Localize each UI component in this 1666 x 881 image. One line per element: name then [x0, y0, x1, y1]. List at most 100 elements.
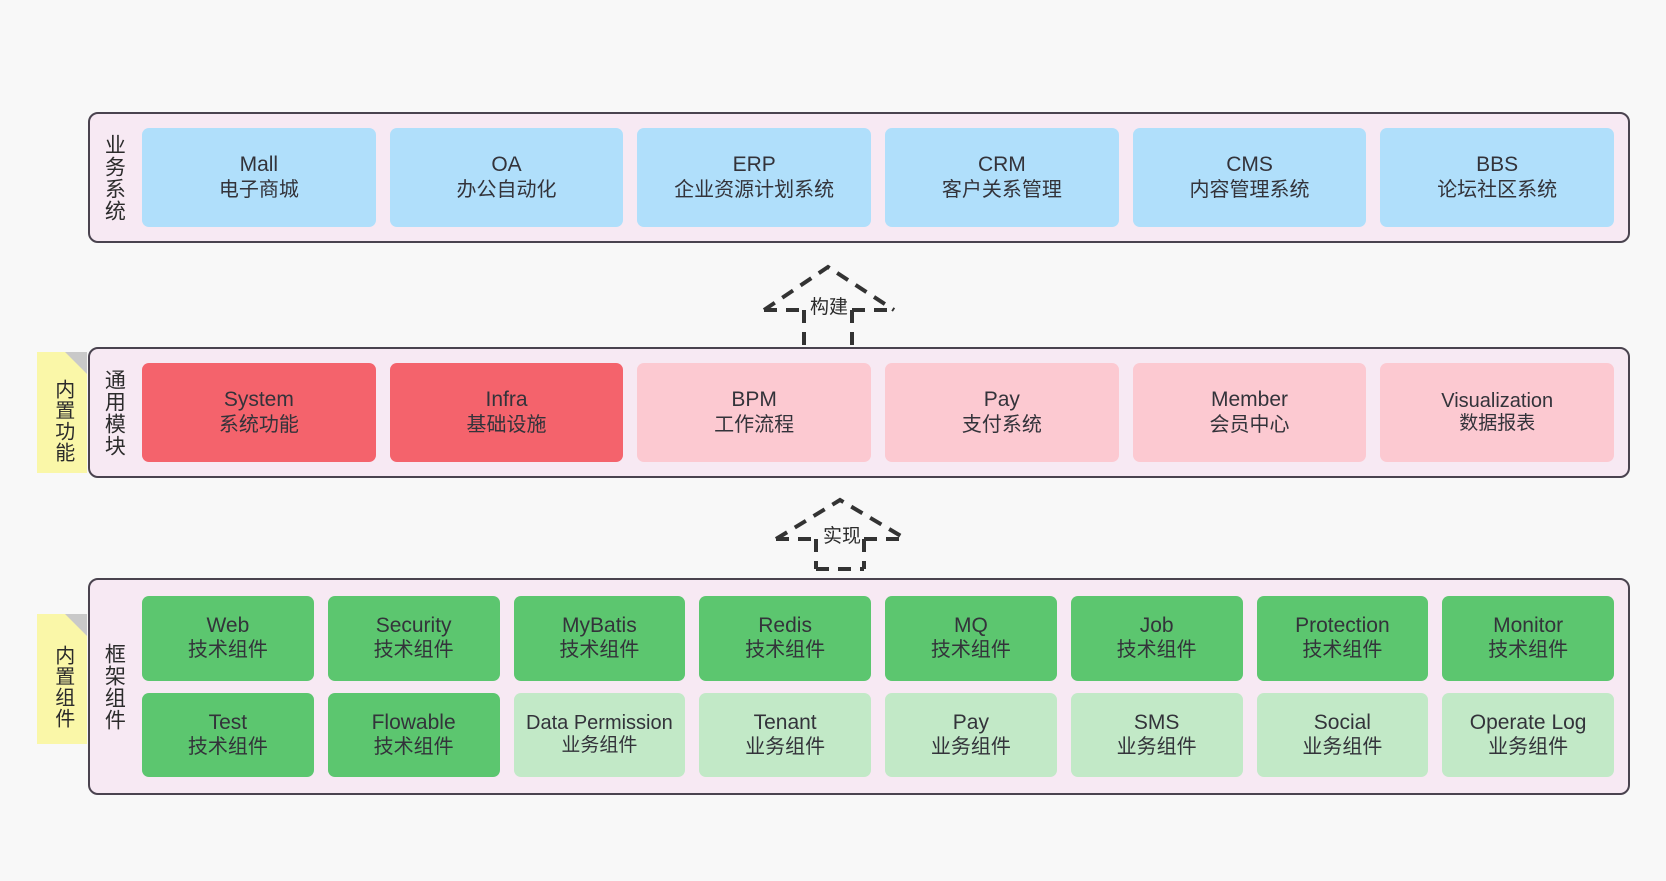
card-subtitle: 论坛社区系统 — [1437, 178, 1558, 201]
card-title: ERP — [732, 153, 776, 177]
card-subtitle: 技术组件 — [373, 735, 454, 758]
card-title: MQ — [953, 614, 988, 638]
card-title: Mall — [239, 153, 279, 177]
card-subtitle: 技术组件 — [1116, 639, 1197, 662]
card-subtitle: 电子商城 — [218, 178, 299, 201]
card-title: Monitor — [1493, 614, 1564, 638]
card-title: Flowable — [371, 710, 456, 734]
card-subtitle: 业务组件 — [1302, 735, 1383, 758]
note-builtin-function: 内置功能 — [37, 352, 87, 473]
card-subtitle: 技术组件 — [745, 639, 826, 662]
layer-framework-label: 框架组件 — [102, 642, 126, 731]
card-title: Pay — [983, 388, 1020, 412]
connector-implement-arrow — [774, 497, 908, 571]
card-subtitle: 技术组件 — [559, 639, 640, 662]
card-title: Infra — [485, 388, 528, 412]
card-title: BPM — [731, 388, 777, 412]
card-subtitle: 企业资源计划系统 — [674, 178, 835, 201]
card-title: Job — [1139, 614, 1174, 638]
card-subtitle: 技术组件 — [187, 639, 268, 662]
card-subtitle: 系统功能 — [218, 413, 299, 436]
card-subtitle: 客户关系管理 — [941, 178, 1062, 201]
card-subtitle: 业务组件 — [561, 734, 638, 756]
card-subtitle: 业务组件 — [1488, 735, 1569, 758]
card-title: CRM — [977, 153, 1026, 177]
card-subtitle: 技术组件 — [1302, 639, 1383, 662]
note-fold-corner-icon — [65, 614, 87, 636]
card-title: System — [223, 388, 294, 412]
card-title: Pay — [952, 710, 989, 734]
card-subtitle: 业务组件 — [930, 735, 1011, 758]
connector-build-label: 构建 — [810, 297, 849, 318]
layer-modules-label: 通用模块 — [102, 368, 126, 457]
card-title: CMS — [1226, 153, 1273, 177]
card-title: Protection — [1295, 614, 1390, 638]
card-title: Test — [208, 710, 248, 734]
card-subtitle: 业务组件 — [1116, 735, 1197, 758]
card-subtitle: 支付系统 — [961, 413, 1042, 436]
note-builtin-function-label: 内置功能 — [51, 378, 74, 463]
note-builtin-component: 内置组件 — [37, 614, 87, 744]
card-title: MyBatis — [562, 614, 637, 638]
card-subtitle: 数据报表 — [1459, 412, 1536, 434]
card-subtitle: 技术组件 — [930, 639, 1011, 662]
card-title: Social — [1313, 710, 1371, 734]
card-title: OA — [491, 153, 522, 177]
layer-business-label: 业务系统 — [102, 133, 126, 222]
card-subtitle: 内容管理系统 — [1189, 178, 1310, 201]
card-title: Web — [206, 614, 250, 638]
card-subtitle: 技术组件 — [187, 735, 268, 758]
card-subtitle: 办公自动化 — [456, 178, 557, 201]
connector-implement-label: 实现 — [823, 526, 862, 547]
card-title: Security — [375, 614, 452, 638]
card-title: Tenant — [753, 710, 817, 734]
card-subtitle: 技术组件 — [1488, 639, 1569, 662]
card-subtitle: 技术组件 — [373, 639, 454, 662]
note-builtin-component-label: 内置组件 — [51, 645, 74, 729]
card-title: BBS — [1476, 153, 1519, 177]
card-subtitle: 会员中心 — [1209, 413, 1290, 436]
card-title: Member — [1211, 388, 1289, 412]
card-subtitle: 业务组件 — [745, 735, 826, 758]
card-subtitle: 工作流程 — [714, 413, 795, 436]
card-title: Redis — [758, 614, 812, 638]
card-title: SMS — [1133, 710, 1180, 734]
